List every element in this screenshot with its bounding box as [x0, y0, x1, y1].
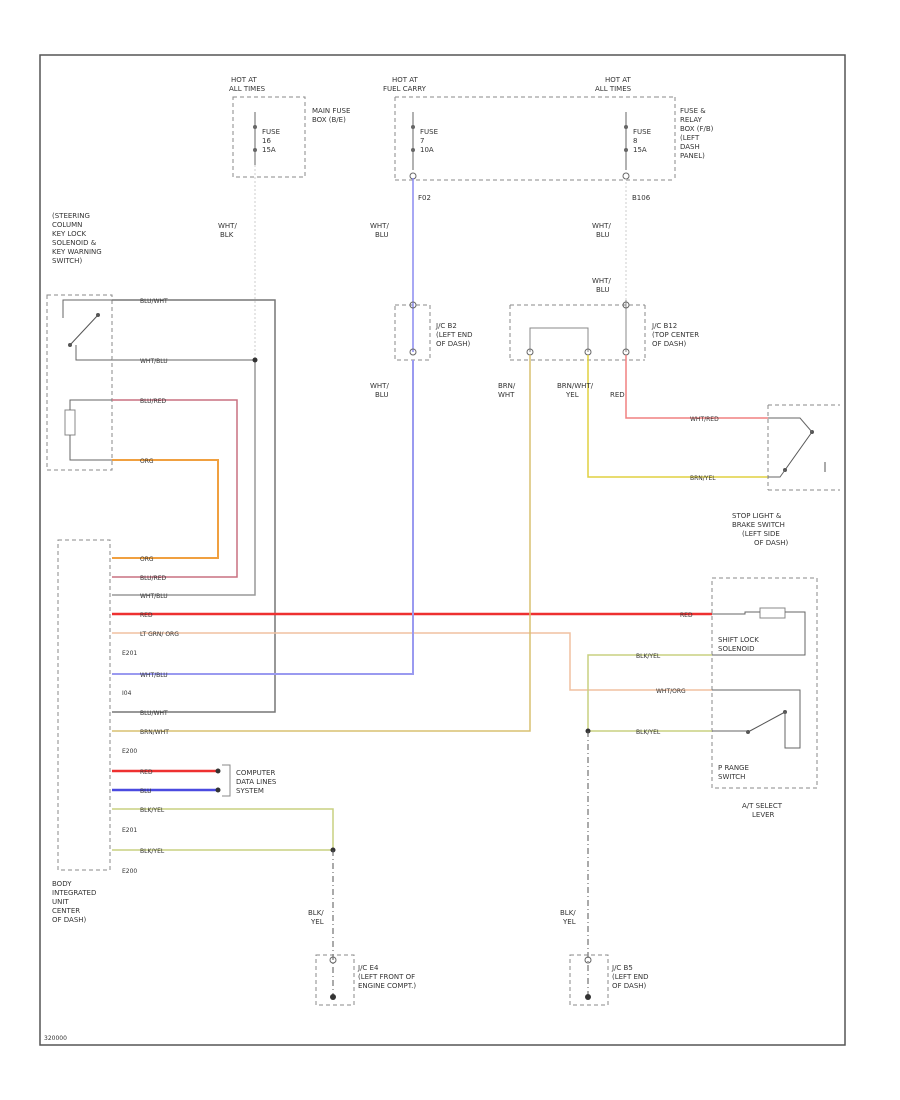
pin-blk-yel-r2: BLK/YEL [636, 729, 661, 736]
wire-brn-yel [587, 355, 768, 478]
pin-blu-red: BLU/RED [140, 575, 167, 582]
label-blk-yel-v1: BLK/YEL [308, 909, 324, 926]
pin-blk-yel-d: BLK/YEL [140, 807, 165, 814]
conn-e201a: E201 [122, 650, 137, 657]
pin-brn-wht-c: BRN/WHT [140, 729, 169, 736]
wire-blk-yel-1 [112, 808, 334, 850]
wire-blu-red [112, 399, 238, 578]
pin-red: RED [140, 612, 153, 619]
wire-label-wht-blu-2: WHT/BLU [592, 222, 611, 239]
conn-b106: B106 [632, 194, 651, 202]
label-brn-wht-v: BRN/WHT [498, 382, 516, 399]
fuse1-when: ALL TIMES [229, 85, 266, 93]
fuse-box-2: HOT AT FUEL CARRY FUSE 7 10A [383, 76, 675, 181]
fuse3-label: FUSE [633, 128, 651, 136]
footer-id: 320000 [44, 1035, 67, 1042]
conn-e200b: E200 [122, 868, 137, 875]
pin-wht-blu: WHT/BLU [140, 593, 168, 600]
fuse1-label: FUSE [262, 128, 280, 136]
wire-lt-org [112, 632, 712, 691]
conn-i04: I04 [122, 690, 132, 697]
wire-wht-blu-long [112, 360, 414, 675]
label-blk-yel-v2: BLK/YEL [560, 909, 576, 926]
fuse2-when: FUEL CARRY [383, 85, 427, 93]
fuse2-label: FUSE [420, 128, 438, 136]
pin-red-d: RED [140, 769, 153, 776]
pin-wht-blu-c: WHT/BLU [140, 672, 168, 679]
wire-brn-wht [112, 355, 531, 732]
wire-wht-blu-short [112, 359, 256, 596]
fuse3-num: 8 [633, 137, 637, 145]
label-wht-blu-s: WHT/BLU [140, 358, 168, 365]
fuse1-hot: HOT AT [231, 76, 258, 84]
wire-label-wht-blu-1: WHT/BLU [370, 222, 389, 239]
pin-wht-org: WHT/ORG [656, 688, 686, 695]
computer-bracket [222, 764, 231, 797]
wire-label-wht-blu-3: WHT/BLU [592, 277, 611, 294]
wire-wht-red [625, 355, 768, 419]
wire-blk-wht-top [112, 299, 276, 713]
pin-blu-wht-c: BLU/WHT [140, 710, 168, 717]
wire-blk-yel-r [587, 654, 712, 731]
label-red-v: RED [610, 391, 625, 399]
label-brn-wht-yel: BRN/WHT/YEL [557, 382, 594, 399]
fuse2-hot: HOT AT [392, 76, 419, 84]
label-wht-red: WHT/RED [690, 416, 719, 423]
label-blu-wht-1: BLU/WHT [140, 298, 168, 305]
pin-red-r: RED [680, 612, 693, 619]
pin-org: ORG [140, 556, 154, 563]
fuse3-hot: HOT AT [605, 76, 632, 84]
fuse2-num: 7 [420, 137, 424, 145]
wire-org [112, 459, 219, 559]
label-org: ORG [140, 458, 154, 465]
pin-lt-org: LT GRN/ ORG [140, 631, 179, 638]
label-wht-blu-v: WHT/BLU [370, 382, 389, 399]
fuse1-amp: 15A [262, 146, 276, 154]
pin-blk-yel-r: BLK/YEL [636, 653, 661, 660]
pin-blk-yel-e: BLK/YEL [140, 848, 165, 855]
label-blu-red: BLU/RED [140, 398, 167, 405]
pin-blu-d: BLU [140, 788, 152, 795]
wire-label-wht-blk: WHT/BLK [218, 222, 237, 239]
label-brn-yel: BRN/YEL [690, 475, 716, 482]
conn-f02: F02 [418, 194, 431, 202]
conn-e201b: E201 [122, 827, 137, 834]
fuse2-amp: 10A [420, 146, 434, 154]
fuse1-num: 16 [262, 137, 271, 145]
diagram-frame [39, 54, 846, 1046]
fuse3-amp: 15A [633, 146, 647, 154]
conn-e200a: E200 [122, 748, 137, 755]
fuse3-when: ALL TIMES [595, 85, 632, 93]
